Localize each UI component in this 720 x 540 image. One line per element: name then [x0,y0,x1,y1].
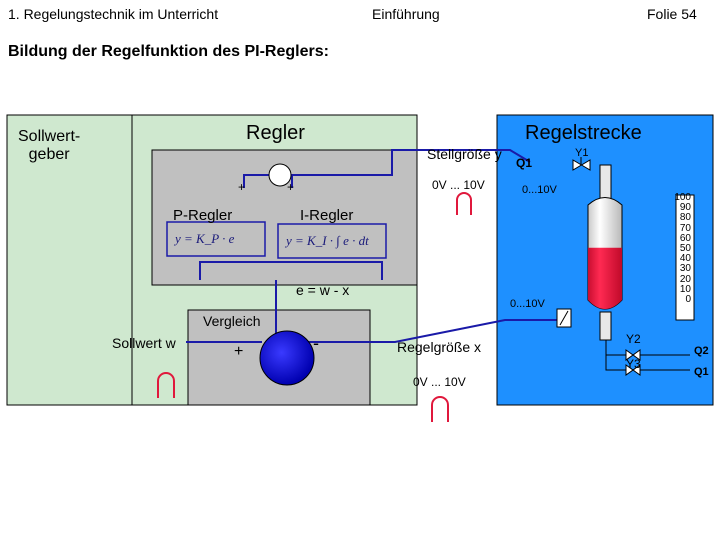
error-formula: e = w - x [296,282,350,298]
slide-title: Bildung der Regelfunktion des PI-Reglers… [8,43,329,60]
q2-label: Q2 [694,345,709,357]
connector-symbols [157,192,472,422]
sollwertgeber-label: Sollwert- geber [18,128,81,163]
regler-summing-node [268,163,292,187]
scale-tick-label: 80 [679,212,691,224]
tank-liquid [588,247,622,309]
p-formula-text: y = K_P · e [175,231,235,246]
scale-tick-label: 0 [685,294,691,306]
level-sensor [556,308,572,328]
q1-out-label: Q1 [694,366,709,378]
scale-tick-label: 40 [679,253,691,265]
regler-label: Regler [246,122,305,144]
sollwertgeber-block [6,114,133,406]
scale-tick-label: 70 [679,222,691,234]
p-regler-label: P-Regler [173,207,233,224]
scale-tick-label: 90 [679,202,691,214]
scale-tick-label: 100 [674,192,691,203]
valve-y3 [625,364,641,376]
regelstrecke-label: Regelstrecke [525,122,642,144]
plus-sign-i: + [287,180,295,194]
y1-label: Y1 [575,147,589,159]
p-regler-block [166,221,266,257]
minus-sign-x: - [313,333,319,353]
scale-tick-label: 20 [679,273,691,285]
i-regler-label: I-Regler [300,207,354,224]
regelgroesse-label: Regelgröße x [397,339,482,355]
scale-tick-label: 30 [679,263,691,275]
p-formula: y = K_P · e [175,231,234,247]
vergleich-label: Vergleich [203,313,261,329]
course-title: 1. Regelungstechnik im Unterricht [8,6,219,22]
i-formula: y = K_I · ∫ e · dt [286,233,369,249]
valve-range-label: 0...10V [522,184,557,196]
stellgroesse-label: Stellgröße y [427,146,502,162]
scale-tick-label: 10 [679,283,691,295]
stell-range-label: 0V ... 10V [432,178,485,192]
plus-sign-p: + [238,180,246,194]
tank [587,164,623,341]
y2-label: Y2 [626,332,641,346]
valve-y1 [572,157,591,171]
i-regler-block [277,223,387,259]
i-formula-text: y = K_I · ∫ e · dt [286,233,369,248]
regel-range-label: 0V ... 10V [413,375,466,389]
vergleich-summing-node [259,330,315,386]
y3-label: Y3 [626,357,641,371]
plus-sign-w: + [234,343,244,360]
scale-tick-label: 60 [679,232,691,244]
sollwert-label: Sollwert w [112,335,176,351]
scale-tick-label: 50 [679,243,691,255]
outflow-pipes [605,340,690,371]
level-gauge [675,194,695,321]
sensor-range-label: 0...10V [510,298,545,310]
slide-number: Folie 54 [647,6,697,22]
section-title: Einführung [372,6,440,22]
valve-y2 [625,349,641,361]
q1-top-label: Q1 [516,156,533,170]
